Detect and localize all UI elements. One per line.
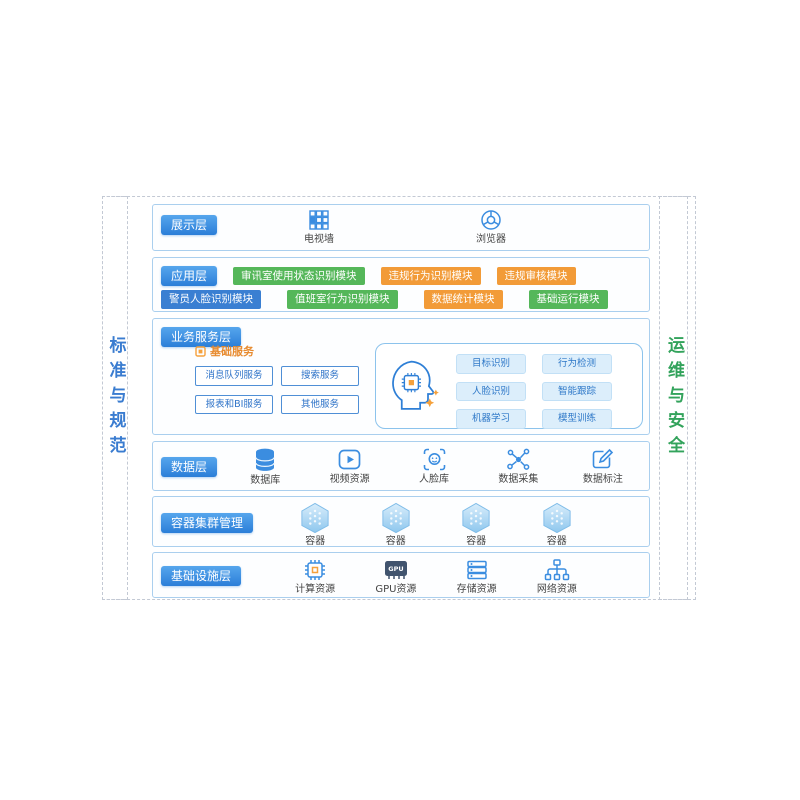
ai-chip: 机器学习 — [456, 409, 526, 429]
module-chip: 审讯室使用状态识别模块 — [233, 266, 365, 286]
ai-chip: 人脸识别 — [456, 381, 526, 401]
storage-resource-label: 存储资源 — [456, 584, 497, 595]
data-collect-icon — [507, 448, 530, 470]
container-item: 容器 — [300, 502, 330, 548]
module-chip: 警员人脸识别模块 — [161, 290, 261, 309]
storage-icon — [466, 560, 487, 580]
service-chip: 其他服务 — [281, 394, 359, 414]
ai-chip: 目标识别 — [456, 354, 526, 374]
presentation-layer-row: 展示层 电视墙 浏览器 — [152, 204, 650, 251]
basic-services-title-row: 基础服务 — [195, 343, 359, 359]
compute-resource-label: 计算资源 — [295, 584, 336, 595]
ai-head-icon — [392, 360, 439, 410]
standards-sidebar: 标准与规范 — [102, 196, 128, 600]
gpu-resource-label: GPU资源 — [375, 584, 417, 595]
browser-item: 浏览器 — [461, 208, 521, 246]
container-item: 容器 — [542, 502, 572, 548]
presentation-items: 电视墙 浏览器 — [289, 208, 521, 246]
tv-wall-item: 电视墙 — [289, 208, 349, 246]
module-chip: 违规审核模块 — [496, 266, 576, 286]
data-annotate-label: 数据标注 — [582, 474, 623, 485]
ai-chip: 行为检测 — [542, 354, 612, 374]
application-modules-line1: 应用层 审讯室使用状态识别模块 违规行为识别模块 违规审核模块 — [161, 266, 576, 286]
module-chip: 基础运行模块 — [528, 290, 608, 309]
service-chip: 消息队列服务 — [195, 366, 273, 386]
application-layer-row: 应用层 审讯室使用状态识别模块 违规行为识别模块 违规审核模块 警员人脸识别模块… — [152, 257, 650, 312]
face-library-item: 人脸库 — [392, 447, 476, 487]
ai-chip: 模型训练 — [542, 409, 612, 429]
ai-services-box: 目标识别 行为检测 人脸识别 智能跟踪 机器学习 模型训练 — [375, 343, 643, 429]
container-cluster-row: 容器集群管理 容器 — [152, 496, 650, 547]
gpu-icon: GPU — [384, 561, 407, 579]
application-layer-badge: 应用层 — [161, 266, 218, 286]
ops-security-sidebar: 运维与安全 — [659, 196, 688, 600]
data-layer-badge: 数据层 — [161, 457, 218, 477]
ai-services-chips: 目标识别 行为检测 人脸识别 智能跟踪 机器学习 模型训练 — [456, 354, 612, 429]
module-chip: 值班室行为识别模块 — [287, 290, 398, 309]
compute-resource-item: 计算资源 — [295, 558, 335, 596]
data-annotate-icon — [593, 448, 614, 469]
video-icon — [338, 449, 361, 470]
service-chip: 搜索服务 — [281, 366, 359, 386]
presentation-layer-badge: 展示层 — [161, 215, 218, 235]
data-layer-row: 数据层 数据库 视频资源 — [152, 441, 650, 491]
ops-security-sidebar-label: 运维与安全 — [664, 335, 684, 461]
infrastructure-items: 计算资源 GPU GPU资源 存储资源 — [275, 558, 597, 596]
standards-sidebar-label: 标准与规范 — [105, 335, 126, 461]
network-resource-label: 网络资源 — [536, 584, 577, 595]
container-hexagon-icon — [382, 502, 410, 534]
basic-services-group: 基础服务 消息队列服务 搜索服务 报表和BI服务 其他服务 — [195, 343, 359, 414]
database-item: 数据库 — [223, 447, 307, 487]
basic-services-title: 基础服务 — [210, 345, 254, 358]
basic-services-chips: 消息队列服务 搜索服务 报表和BI服务 其他服务 — [195, 366, 359, 414]
container-label: 容器 — [466, 536, 487, 547]
container-items: 容器 容器 — [275, 502, 597, 548]
container-item: 容器 — [461, 502, 491, 548]
video-resource-item: 视频资源 — [307, 447, 391, 487]
container-label: 容器 — [546, 536, 567, 547]
tv-wall-label: 电视墙 — [304, 234, 334, 245]
browser-icon — [481, 210, 501, 230]
data-collect-item: 数据采集 — [476, 447, 560, 487]
data-items: 数据库 视频资源 人 — [223, 447, 645, 487]
data-annotate-item: 数据标注 — [561, 447, 645, 487]
gpu-icon-text: GPU — [388, 565, 403, 573]
cpu-icon — [305, 560, 326, 580]
business-service-layer-row: 业务服务层 基础服务 消息队列服务 搜索服务 报表和BI服务 其他服务 — [152, 318, 650, 435]
module-chip: 数据统计模块 — [423, 290, 503, 309]
container-cluster-badge: 容器集群管理 — [161, 513, 254, 533]
network-icon — [544, 559, 570, 581]
container-hexagon-icon — [462, 502, 490, 534]
container-hexagon-icon — [543, 502, 571, 534]
network-resource-item: 网络资源 — [537, 558, 577, 596]
gpu-resource-item: GPU GPU资源 — [375, 558, 416, 596]
tv-wall-icon — [309, 210, 329, 230]
browser-label: 浏览器 — [476, 234, 506, 245]
container-hexagon-icon — [301, 502, 329, 534]
face-library-icon — [423, 448, 445, 471]
container-item: 容器 — [381, 502, 411, 548]
ai-chip: 智能跟踪 — [542, 381, 612, 401]
data-collect-label: 数据采集 — [498, 474, 539, 485]
database-label: 数据库 — [250, 475, 281, 486]
face-library-label: 人脸库 — [419, 474, 450, 485]
video-resource-label: 视频资源 — [329, 474, 370, 485]
infrastructure-layer-row: 基础设施层 计算资源 GPU GPU资源 — [152, 552, 650, 598]
storage-resource-item: 存储资源 — [457, 558, 497, 596]
container-label: 容器 — [305, 536, 326, 547]
module-chip: 违规行为识别模块 — [380, 266, 481, 286]
infrastructure-layer-badge: 基础设施层 — [161, 566, 242, 586]
database-icon — [255, 448, 275, 471]
container-label: 容器 — [385, 536, 406, 547]
business-layer-badge: 业务服务层 — [161, 327, 242, 347]
basic-services-icon — [195, 345, 206, 357]
application-modules-line2: 警员人脸识别模块 值班室行为识别模块 数据统计模块 基础运行模块 — [161, 290, 608, 309]
service-chip: 报表和BI服务 — [195, 394, 273, 414]
